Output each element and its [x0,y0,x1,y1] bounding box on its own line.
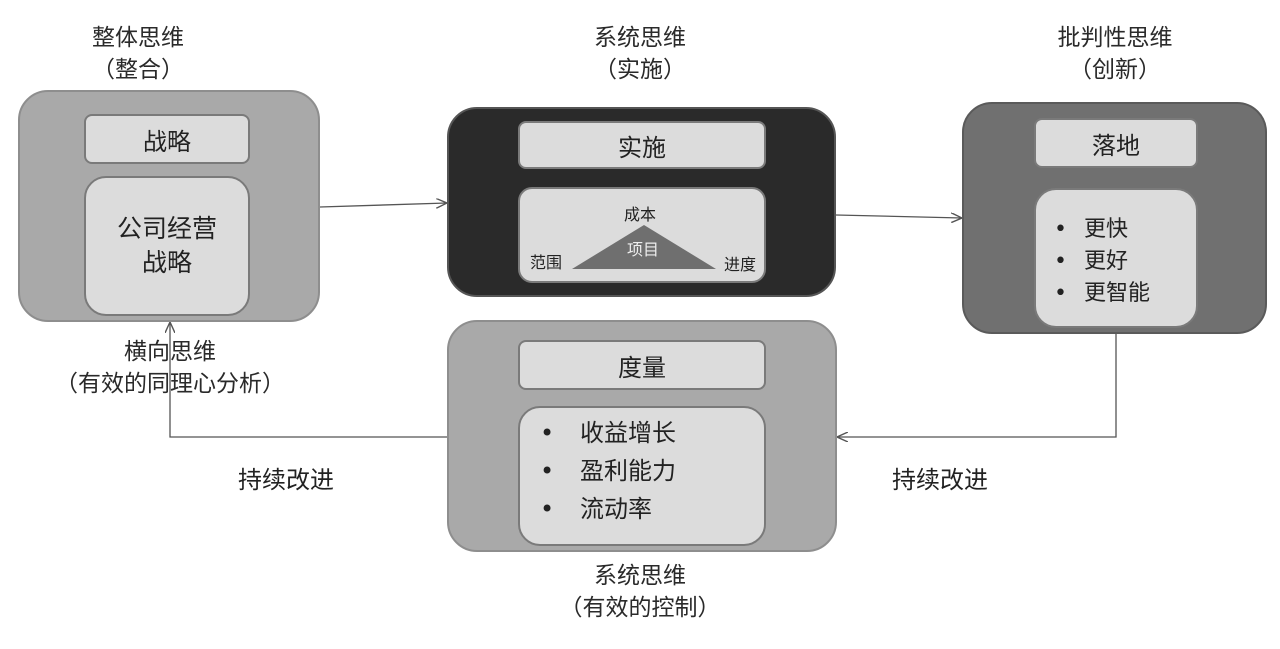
caption-line: （有效的控制） [559,595,721,621]
continuous-improvement-right: 持续改进 [892,466,988,494]
landing-panel: 落地 •更快 •更好 •更智能 [962,102,1267,334]
arrow-measure-to-strategy [170,322,447,438]
list-item: •盈利能力 [540,457,676,485]
caption-line: 系统思维 [594,25,686,51]
landing-bullet-list: •更快 •更好 •更智能 [1036,214,1196,310]
triangle-right-label: 进度 [724,255,757,274]
landing-body: •更快 •更好 •更智能 [1034,188,1198,328]
triangle-shape [572,225,716,269]
arrow-landing-to-measure [837,333,1117,437]
measure-body: •收益增长 •盈利能力 •流动率 [518,406,766,546]
caption-line: 横向思维 [124,339,216,365]
arrow-strategy-to-implementation [319,203,447,207]
measure-panel: 度量 •收益增长 •盈利能力 •流动率 [447,320,837,552]
triangle-top-label: 成本 [624,205,657,224]
measure-bullet-list: •收益增长 •盈利能力 •流动率 [520,414,764,528]
caption-line: （整合） [92,57,184,83]
list-item: •更快 [1054,217,1129,242]
list-item: •更好 [1054,249,1129,274]
caption-holistic-thinking: 整体思维 （整合） [40,22,236,86]
list-item: •流动率 [540,495,652,523]
implementation-panel: 实施 成本 项目 范围 进度 [447,107,836,297]
implementation-title: 实施 [518,121,766,169]
strategy-panel: 战略 公司经营 战略 [18,90,320,322]
caption-line: 批判性思维 [1057,25,1173,51]
triangle-center-label: 项目 [627,240,660,259]
caption-critical-thinking: 批判性思维 （创新） [1020,22,1210,86]
caption-line: 系统思维 [594,563,686,589]
continuous-improvement-left: 持续改进 [238,466,334,494]
list-item: •更智能 [1054,281,1151,306]
list-item: •收益增长 [540,419,676,447]
caption-lateral-thinking: 横向思维 （有效的同理心分析） [40,336,300,400]
caption-line: 整体思维 [92,25,184,51]
landing-title: 落地 [1034,118,1198,168]
iron-triangle-box: 成本 项目 范围 进度 [518,187,766,283]
strategy-body: 公司经营 战略 [84,176,250,316]
strategy-title: 战略 [84,114,250,164]
arrow-implementation-to-landing [835,215,962,218]
caption-line: （实施） [594,57,686,83]
caption-line: （有效的同理心分析） [55,371,285,397]
triangle-left-label: 范围 [530,253,563,272]
caption-line: （创新） [1069,57,1161,83]
caption-systems-control: 系统思维 （有效的控制） [530,560,750,624]
caption-systems-implementation: 系统思维 （实施） [530,22,750,86]
measure-title: 度量 [518,340,766,390]
strategy-body-line: 战略 [141,248,192,277]
strategy-body-line: 公司经营 [116,214,217,243]
